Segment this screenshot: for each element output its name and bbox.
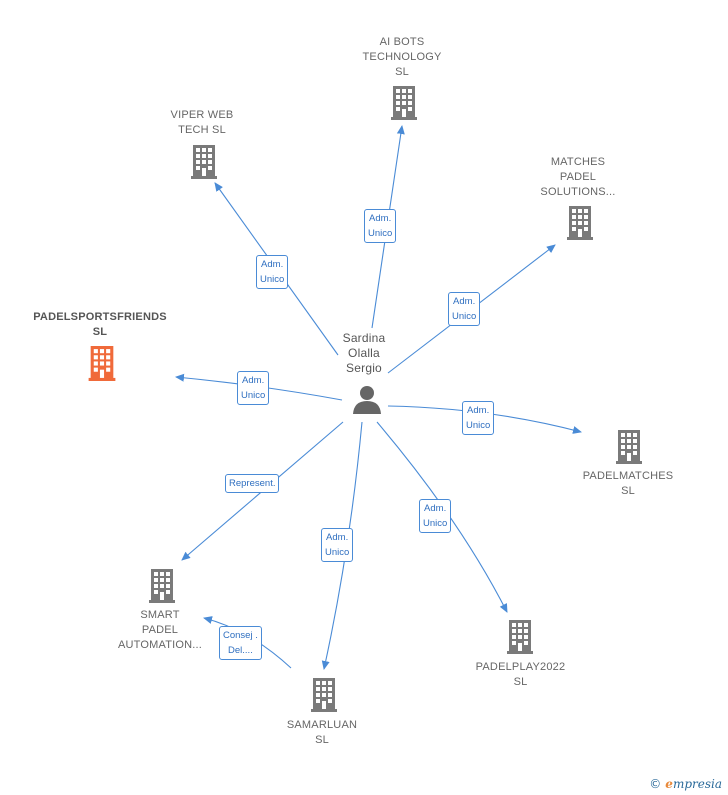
company-label-samarluan[interactable]: SAMARLUAN SL bbox=[286, 719, 358, 746]
company-label-smart-padel[interactable]: SMART PADEL AUTOMATION... bbox=[117, 609, 203, 651]
person-label[interactable]: Sardina Olalla Sergio bbox=[342, 331, 386, 375]
company-label-ai-bots[interactable]: AI BOTS TECHNOLOGY SL bbox=[362, 36, 442, 78]
building-icon-padelplay2022[interactable] bbox=[507, 620, 533, 654]
brand-name: mpresia bbox=[672, 777, 722, 791]
empresia-watermark[interactable]: ©empresia bbox=[649, 777, 722, 791]
edge-label-ai-bots: Adm. Unico bbox=[364, 209, 397, 243]
company-label-padelsportsfriends[interactable]: PADELSPORTSFRIENDS SL bbox=[33, 311, 167, 338]
building-icon-padelsportsfriends[interactable] bbox=[88, 346, 116, 381]
person-icon[interactable] bbox=[353, 386, 381, 414]
brand-initial: e bbox=[665, 777, 673, 791]
edge-label-viper-web: Adm. Unico bbox=[256, 255, 289, 289]
company-label-viper-web[interactable]: VIPER WEB TECH SL bbox=[170, 109, 234, 136]
building-icon-viper-web[interactable] bbox=[191, 145, 217, 179]
edge-label-padelsportsfriends: Adm. Unico bbox=[237, 371, 270, 405]
building-icon-ai-bots[interactable] bbox=[391, 86, 417, 120]
copyright-symbol: © bbox=[649, 777, 662, 791]
edge-label-padelmatches: Adm. Unico bbox=[462, 401, 495, 435]
edge-label-smart-padel: Represent. bbox=[225, 474, 280, 493]
edge-label-samarluan: Adm. Unico bbox=[321, 528, 354, 562]
building-icon-padelmatches[interactable] bbox=[616, 430, 642, 464]
company-label-padelplay2022[interactable]: PADELPLAY2022 SL bbox=[475, 661, 566, 688]
edge-label-padelplay2022: Adm. Unico bbox=[419, 499, 452, 533]
company-label-padelmatches[interactable]: PADELMATCHES SL bbox=[582, 470, 674, 497]
edge-label-samarluan-smart: Consej . Del.... bbox=[219, 626, 262, 660]
building-icon-smart-padel[interactable] bbox=[149, 569, 175, 603]
company-label-matches-padel[interactable]: MATCHES PADEL SOLUTIONS... bbox=[540, 156, 616, 198]
building-icon-samarluan[interactable] bbox=[311, 678, 337, 712]
edge-label-matches-padel: Adm. Unico bbox=[448, 292, 481, 326]
building-icon-matches-padel[interactable] bbox=[567, 206, 593, 240]
